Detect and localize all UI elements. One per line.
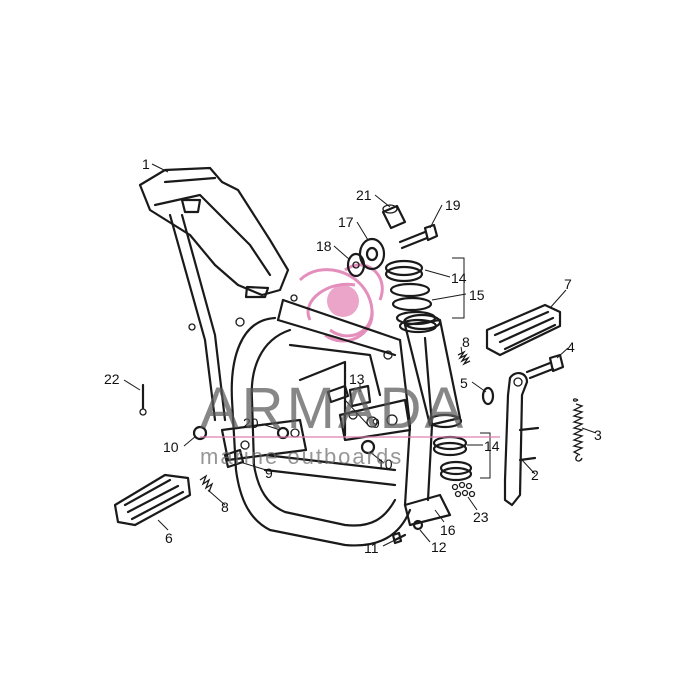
callout-10-left: 10 [163, 439, 179, 455]
callout-1: 1 [142, 156, 150, 172]
callout-13: 13 [349, 371, 365, 387]
callout-2: 2 [531, 467, 539, 483]
left-footpeg-part [113, 473, 192, 527]
lower-spring-part [199, 474, 214, 493]
callout-5: 5 [460, 375, 468, 391]
callout-8-upper: 8 [462, 334, 470, 350]
motorcycle-frame [138, 166, 463, 547]
callout-4: 4 [567, 339, 575, 355]
bushing-part [381, 204, 407, 230]
washer-part [481, 386, 495, 406]
leader-lines [123, 163, 597, 547]
callout-7: 7 [564, 276, 572, 292]
callout-14-lower: 14 [484, 438, 500, 454]
screw-nut-parts [391, 519, 424, 545]
callout-12: 12 [431, 539, 447, 555]
callout-8-lower: 8 [221, 499, 229, 515]
pin-parts [223, 384, 350, 469]
callout-6: 6 [165, 530, 173, 546]
callout-14-upper: 14 [451, 270, 467, 286]
callout-23: 23 [473, 509, 489, 525]
ring-stack-parts [384, 259, 438, 334]
watermark-tagline: marine outboards [200, 444, 403, 469]
right-footpeg-part [485, 303, 562, 357]
side-stand-part [503, 372, 540, 507]
watermark: ARMADA marine outboards [200, 376, 500, 469]
bolt-part [398, 223, 439, 250]
spring-part [572, 398, 584, 462]
callout-21: 21 [356, 187, 372, 203]
watermark-logo [298, 263, 384, 343]
bracket-part [348, 384, 372, 408]
callout-labels: 1 2 3 4 5 6 7 8 8 9 9 10 10 11 12 13 14 … [104, 156, 602, 556]
callout-15: 15 [469, 287, 485, 303]
stand-bolt-part [525, 353, 565, 380]
callout-19: 19 [445, 197, 461, 213]
callout-22: 22 [104, 371, 120, 387]
callout-3: 3 [594, 427, 602, 443]
callout-16: 16 [440, 522, 456, 538]
callout-18: 18 [316, 238, 332, 254]
long-bolt-part [139, 383, 147, 416]
spacer-part [276, 426, 290, 440]
callout-9-lower: 9 [265, 465, 273, 481]
nut-parts [192, 425, 376, 455]
bearing-parts [346, 237, 386, 278]
callout-17: 17 [338, 214, 354, 230]
callout-11: 11 [364, 540, 379, 556]
callout-9-upper: 9 [372, 415, 380, 431]
lower-ring-parts [432, 435, 476, 498]
callout-10-right: 10 [377, 456, 393, 472]
watermark-brand: ARMADA [200, 376, 466, 441]
small-spring-part [457, 350, 471, 366]
callout-20: 20 [243, 415, 259, 431]
